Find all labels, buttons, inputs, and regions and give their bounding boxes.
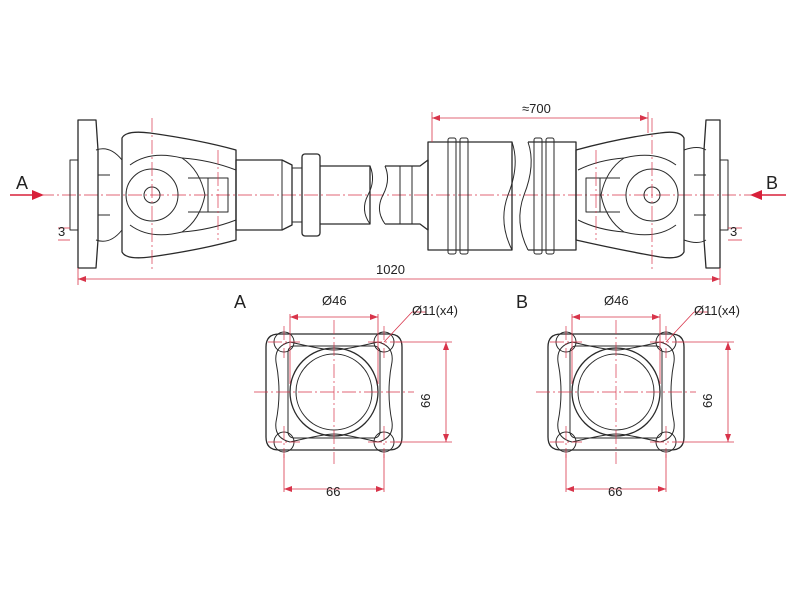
right-offset-label: 3: [730, 224, 737, 239]
left-flange: [77, 119, 99, 269]
flange-view-a-holes: Ø11(x4): [412, 303, 458, 318]
slide-length-label: ≈700: [522, 101, 551, 116]
drive-shaft-elevation: [40, 118, 765, 272]
left-yoke: [121, 131, 237, 259]
left-offset-label: 3: [58, 224, 65, 239]
flange-view-a-title: A: [234, 292, 246, 312]
flange-view-b-title: B: [516, 292, 528, 312]
flange-view-a: A Ø46 Ø11(x4) 66 66: [234, 292, 458, 499]
right-yoke: [575, 131, 685, 259]
arrow-left-icon: [750, 190, 762, 200]
flange-view-a-bore: Ø46: [322, 293, 347, 308]
flange-view-a-width: 66: [326, 484, 340, 499]
flange-view-b-holes: Ø11(x4): [694, 303, 740, 318]
flange-view-a-height: 66: [418, 394, 433, 408]
view-arrow-b: B: [750, 173, 786, 200]
right-flange: [703, 119, 721, 269]
arrow-right-icon: [32, 190, 44, 200]
view-arrow-a: A: [10, 173, 44, 200]
view-arrow-a-label: A: [16, 173, 28, 193]
view-arrow-b-label: B: [766, 173, 778, 193]
flange-view-b-bore: Ø46: [604, 293, 629, 308]
shaft-dimensions: 1020 ≈700 3 3: [58, 101, 742, 285]
flange-view-b-width: 66: [608, 484, 622, 499]
flange-view-b: B Ø46 Ø11(x4) 66 66: [516, 292, 740, 499]
overall-length-label: 1020: [376, 262, 405, 277]
flange-view-b-height: 66: [700, 394, 715, 408]
